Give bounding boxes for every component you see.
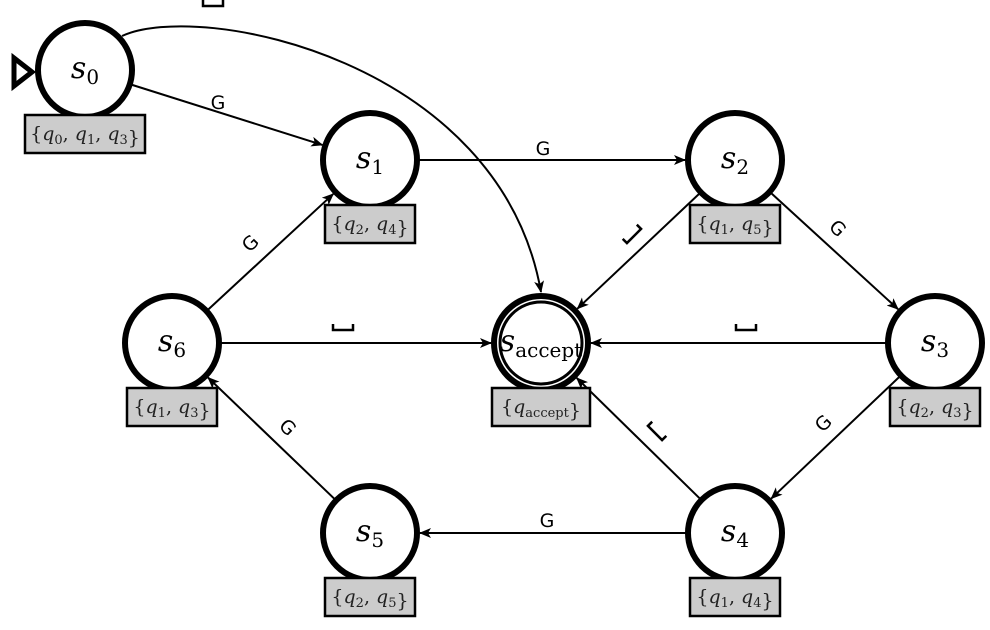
- edge-label-s1-s2: G: [536, 138, 551, 160]
- edge-s2-saccept: [576, 192, 701, 310]
- edge-label-text: G: [824, 216, 850, 242]
- edge-label-text: G: [274, 415, 300, 441]
- blank-symbol-icon: [331, 324, 355, 332]
- set-label-box: [490, 386, 592, 428]
- edge-label-s6-saccept: [331, 324, 355, 332]
- edge-label-s0-saccept: [201, 0, 225, 8]
- state-name: s3: [921, 324, 949, 362]
- edge-label-text: G: [536, 138, 551, 160]
- set-label-box: [688, 576, 782, 618]
- blank-symbol-icon: [734, 324, 758, 332]
- edge-s2-s3: [770, 192, 899, 310]
- edge-label-s4-s5: G: [540, 510, 555, 532]
- set-label-box: [688, 203, 782, 245]
- edge-label-text: G: [540, 510, 555, 532]
- state-s0: s0 {q0, q1, q3}: [23, 20, 147, 155]
- set-label-text: {q0, q1, q3}: [30, 123, 140, 149]
- edge-label-s3-s4: G: [811, 411, 837, 437]
- state-name: s0: [71, 51, 99, 89]
- set-label-text: {q2, q4}: [331, 213, 408, 239]
- edge-label-s4-saccept: [646, 420, 668, 442]
- edge-s5-s6: [207, 376, 336, 500]
- state-s6: s6 {q1, q3}: [122, 293, 222, 428]
- set-label-box: [23, 113, 147, 155]
- state-name: s4: [721, 514, 749, 552]
- edge-s0-saccept: [121, 25, 544, 293]
- state-name: s2: [721, 141, 749, 179]
- edge-label-s0-s1: G: [211, 92, 226, 114]
- state-set-label: {q1, q5}: [688, 203, 782, 245]
- state-set-label: {q1, q3}: [125, 386, 219, 428]
- edge-label-s6-s1: G: [238, 231, 264, 257]
- edge-s3-s4: [770, 376, 901, 500]
- state-set-label: {q2, q4}: [323, 203, 417, 245]
- set-label-box: [323, 576, 417, 618]
- edge-label-text: G: [211, 92, 226, 114]
- state-name: s6: [158, 324, 186, 362]
- edge-label-s5-s6: G: [274, 415, 300, 441]
- edge-labels: G G G G G G G: [201, 0, 850, 532]
- blank-symbol-icon: [201, 0, 225, 8]
- set-label-text: {q1, q5}: [696, 213, 773, 239]
- edges: [11, 25, 901, 538]
- set-label-box: [125, 386, 219, 428]
- state-set-label: {qaccept}: [490, 386, 592, 428]
- set-label-text: {q2, q5}: [331, 586, 408, 612]
- state-name: saccept: [500, 324, 582, 362]
- state-s3: s3 {q2, q3}: [885, 293, 985, 428]
- nodes: s0 {q0, q1, q3} s1 {q2, q4} s2 {q1, q5} s3 {q2,…: [23, 20, 985, 618]
- state-saccept: saccept {qaccept}: [490, 293, 592, 428]
- edge-s0-s1: [131, 83, 324, 147]
- set-label-text: {q2, q3}: [896, 396, 973, 422]
- state-s4: s4 {q1, q4}: [685, 483, 785, 618]
- state-set-label: {q1, q4}: [688, 576, 782, 618]
- edge-label-s2-saccept: [621, 223, 643, 245]
- edge-label-s2-s3: G: [824, 216, 850, 242]
- edge-label-s3-saccept: [734, 324, 758, 332]
- state-s5: s5 {q2, q5}: [320, 483, 420, 618]
- state-name: s5: [356, 514, 384, 552]
- edge-s4-saccept: [576, 377, 701, 500]
- state-name: s1: [356, 141, 384, 179]
- edge-s6-s1: [207, 193, 335, 311]
- set-label-text: {q1, q3}: [133, 396, 210, 422]
- accepting-ring: [498, 300, 584, 386]
- start-state-marker-icon: [11, 52, 37, 92]
- blank-symbol-icon: [646, 420, 668, 442]
- state-set-label: {q2, q5}: [323, 576, 417, 618]
- state-set-label: {q0, q1, q3}: [23, 113, 147, 155]
- state-s2: s2 {q1, q5}: [685, 110, 785, 245]
- edge-label-text: G: [238, 231, 264, 257]
- state-set-label: {q2, q3}: [888, 386, 982, 428]
- set-label-box: [888, 386, 982, 428]
- edge-label-text: G: [811, 411, 837, 437]
- blank-symbol-icon: [621, 223, 643, 245]
- set-label-box: [323, 203, 417, 245]
- set-label-text: {q1, q4}: [696, 586, 773, 612]
- state-s1: s1 {q2, q4}: [320, 110, 420, 245]
- set-label-text: {qaccept}: [501, 396, 581, 422]
